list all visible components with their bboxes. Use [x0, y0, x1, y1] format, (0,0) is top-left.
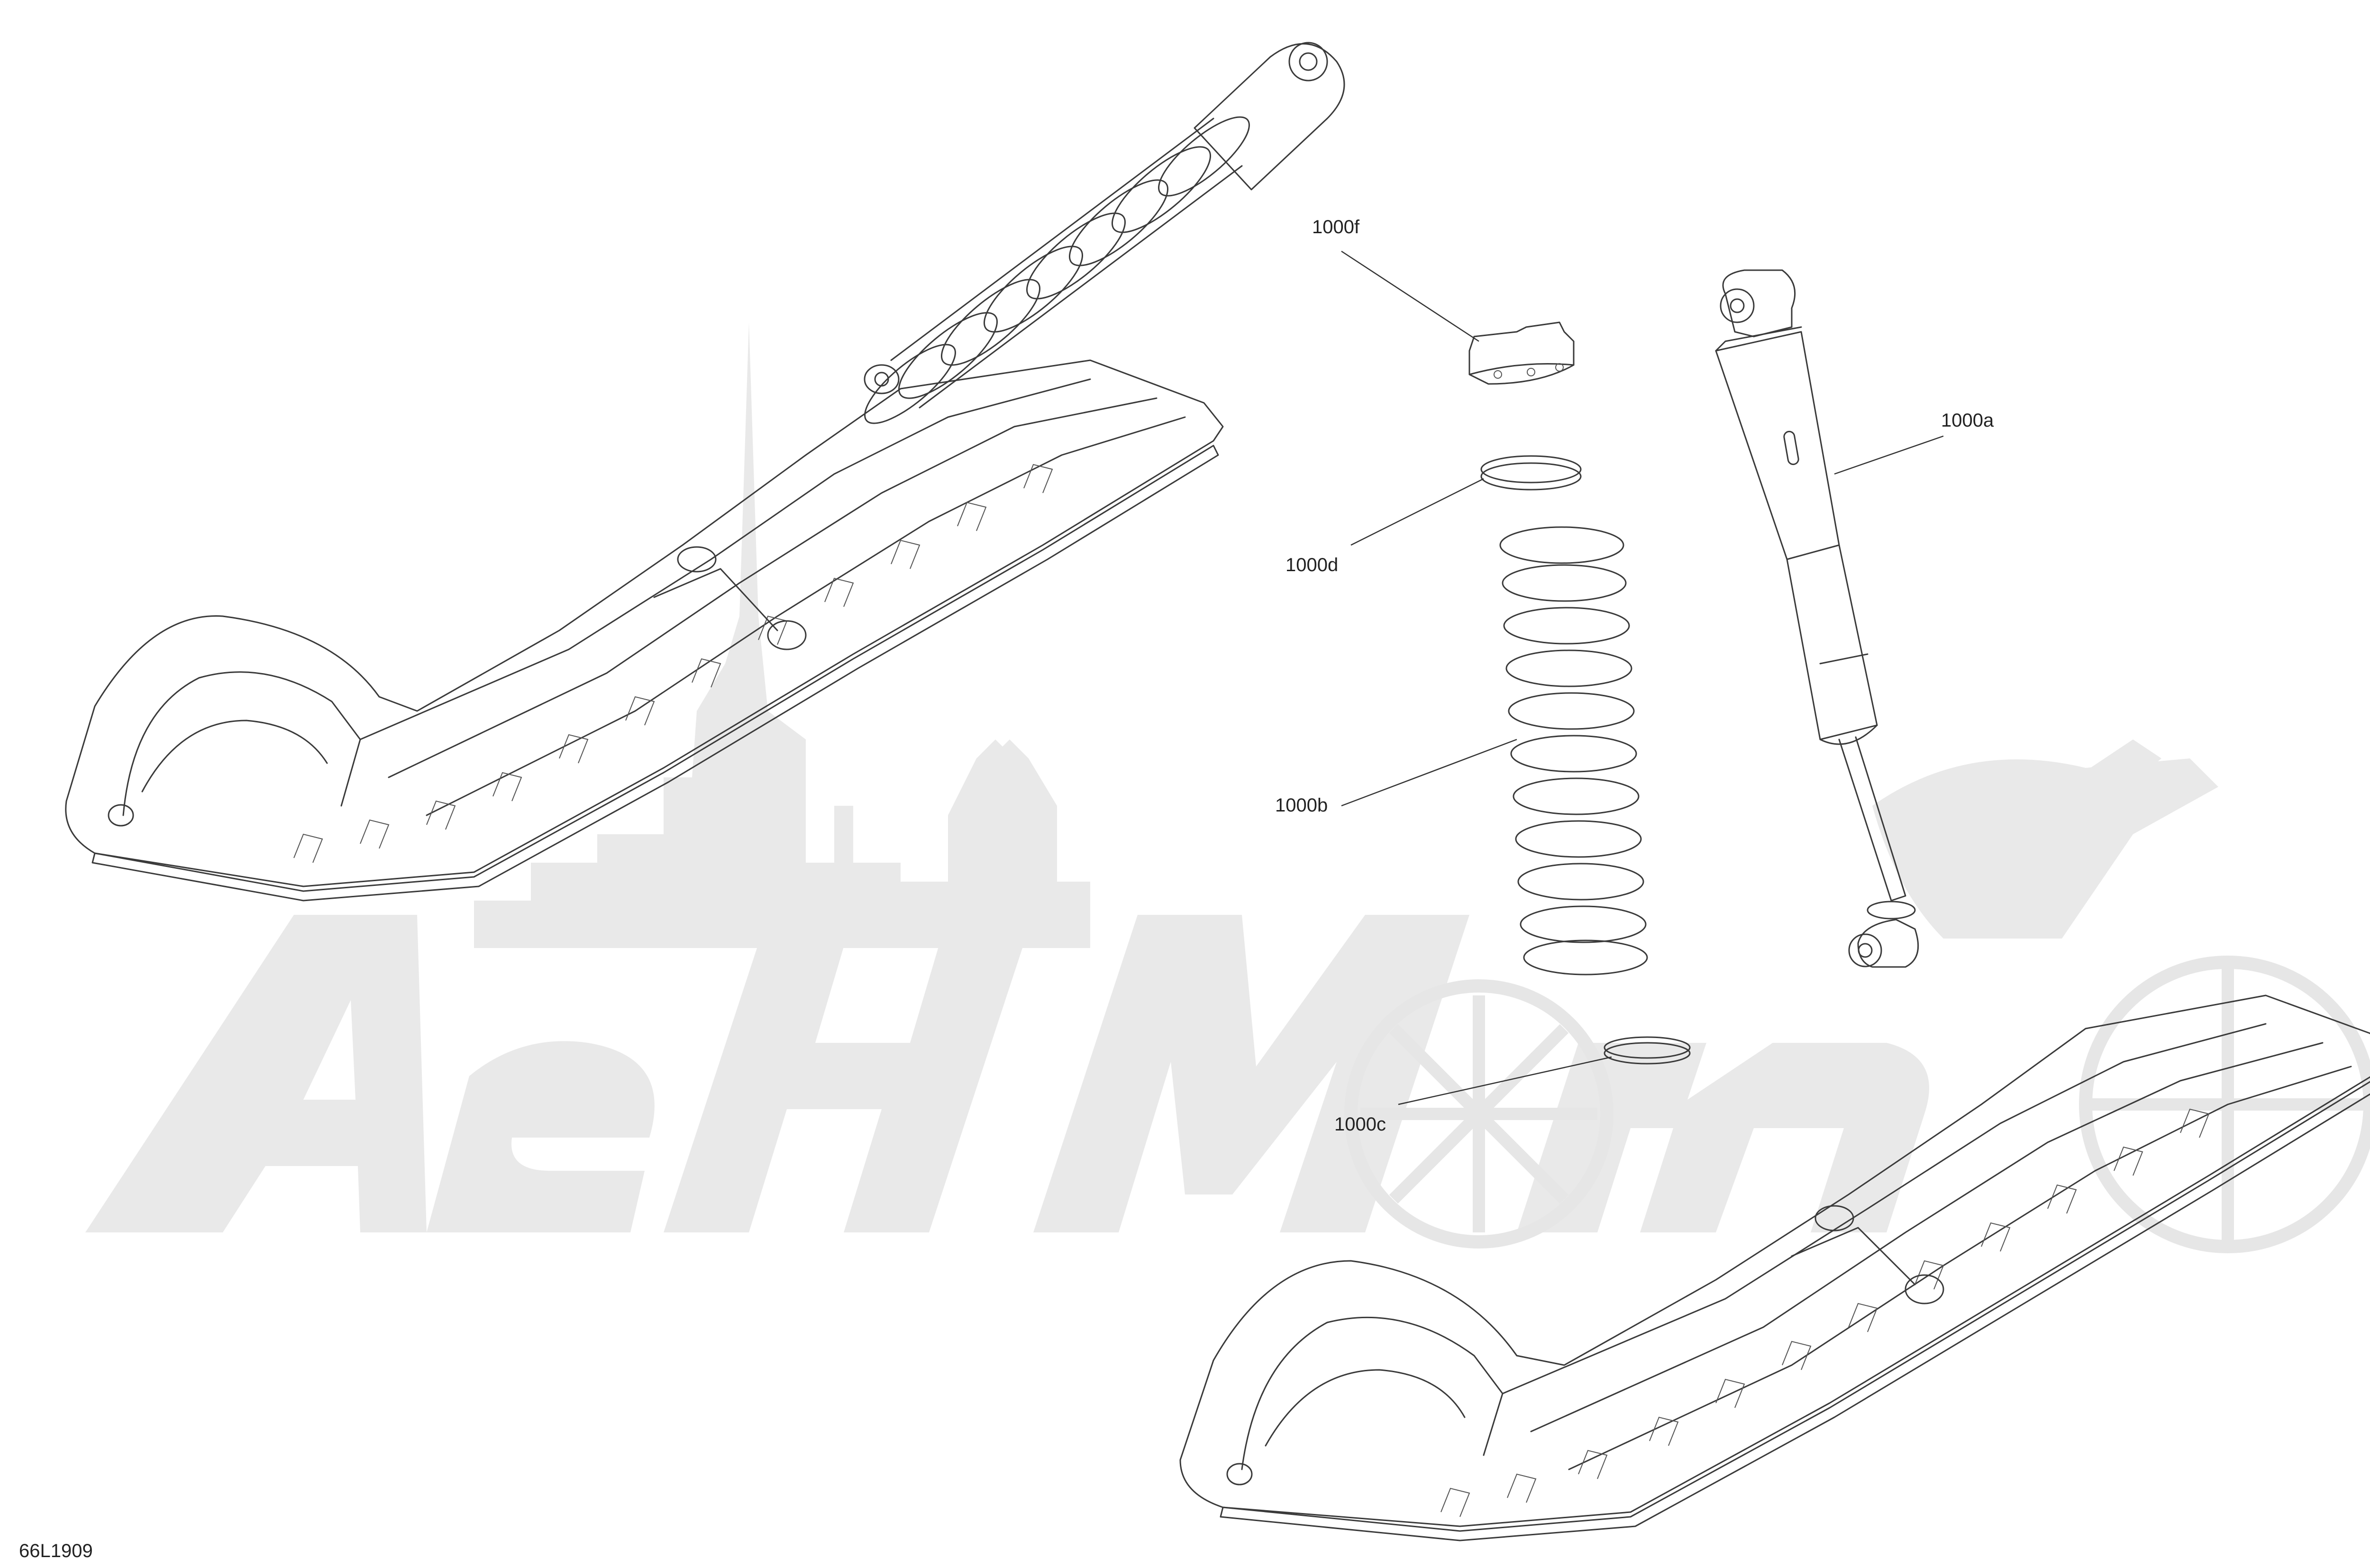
callout-upper-spring-seat: 1000d	[1285, 555, 1338, 575]
leader-1000b	[1341, 738, 1517, 807]
leader-1000f	[1341, 250, 1479, 342]
leader-1000c	[1398, 1056, 1612, 1105]
leader-lines	[1341, 250, 1944, 1105]
part-spring	[1499, 526, 1648, 975]
watermark	[85, 322, 2370, 1253]
callout-spring: 1000b	[1275, 795, 1328, 816]
callout-lower-spring-seat: 1000c	[1334, 1114, 1386, 1135]
ski-left	[65, 359, 1224, 902]
leader-1000a	[1834, 435, 1944, 475]
callout-shock-absorber: 1000a	[1941, 410, 1994, 431]
drawing-code: 66L1909	[19, 1541, 93, 1561]
part-lower-spring-seat	[1604, 1036, 1691, 1065]
watermark-spokes	[1360, 967, 2365, 1242]
part-shock-absorber	[1715, 269, 1919, 968]
watermark-handlebar	[2076, 739, 2161, 806]
part-upper-spring-seat	[1480, 455, 1582, 491]
watermark-wheel-left	[1344, 979, 1613, 1249]
callout-spring-stopper: 1000f	[1312, 217, 1360, 237]
watermark-letters	[85, 915, 1929, 1232]
ski-right	[1179, 994, 2370, 1541]
watermark-wheel-right	[2079, 956, 2370, 1253]
watermark-bike-body	[1872, 758, 2218, 939]
shock-assembled	[864, 42, 1345, 424]
leader-1000d	[1350, 478, 1484, 546]
part-spring-stopper	[1468, 321, 1575, 385]
watermark-tower-right	[962, 739, 1057, 901]
